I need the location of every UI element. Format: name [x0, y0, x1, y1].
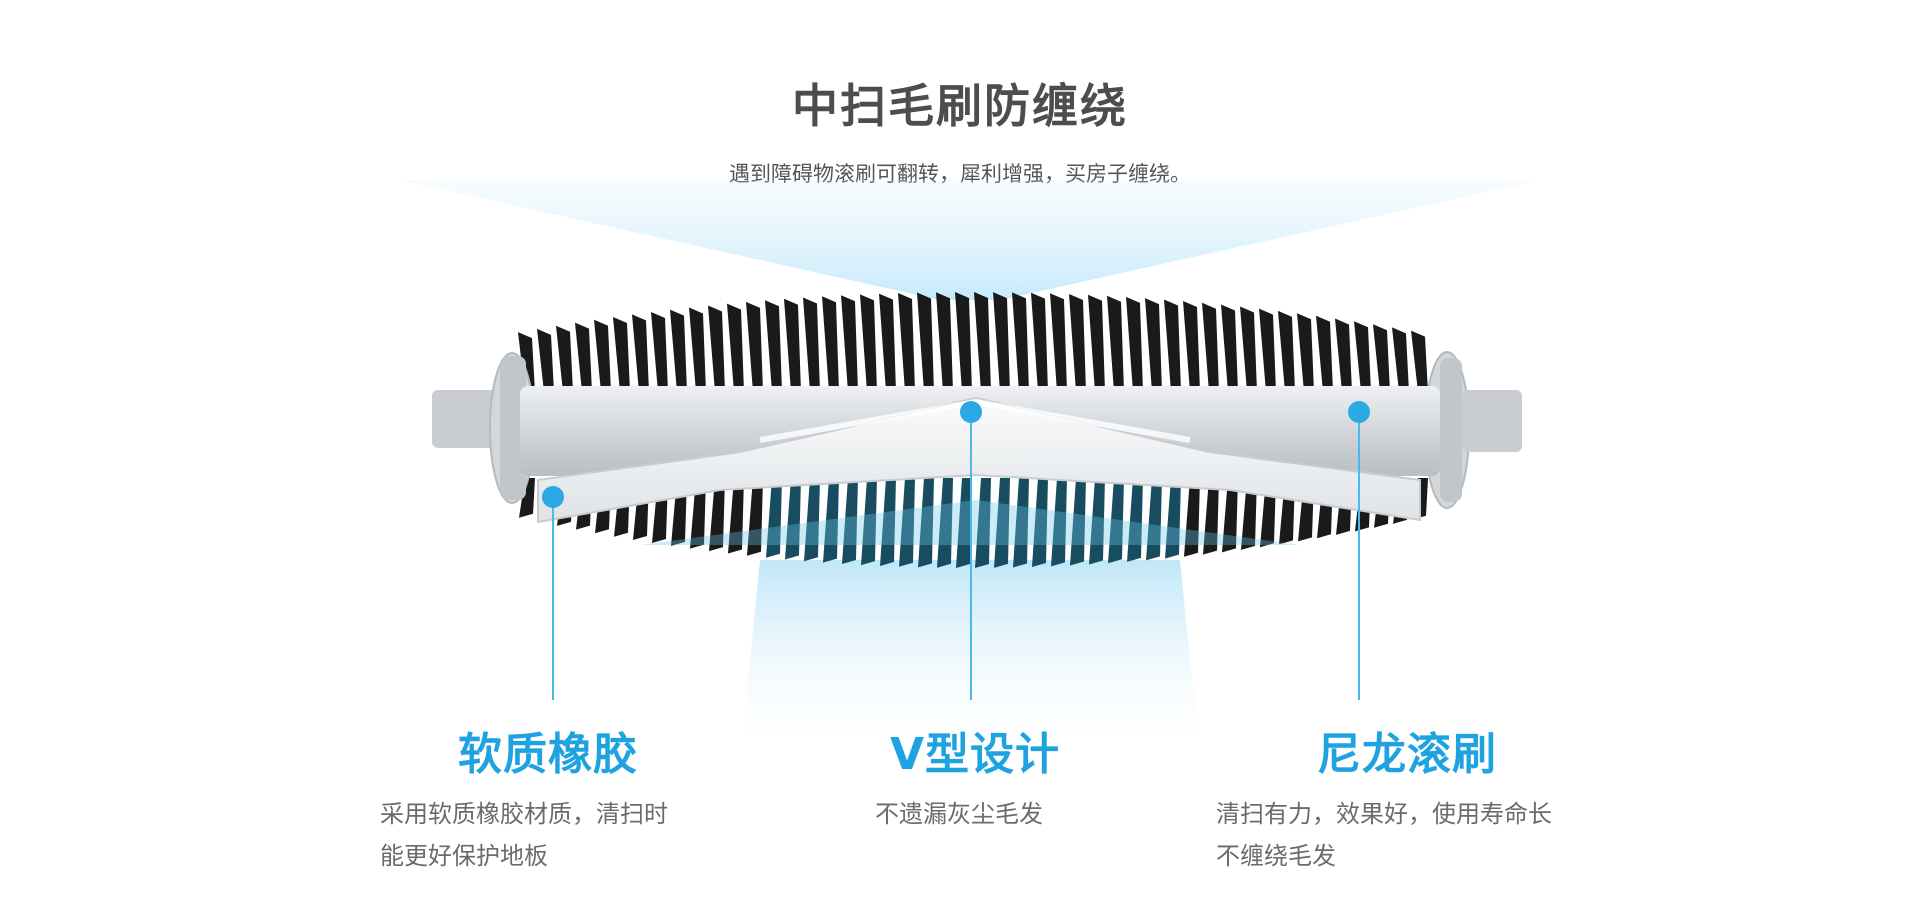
bristle-tuft	[1031, 292, 1048, 392]
page-title: 中扫毛刷防缠绕	[792, 79, 1128, 133]
feature-desc-nylon: 清扫有力，效果好，使用寿命长 不缠绕毛发	[1216, 793, 1616, 877]
bristle-tuft	[575, 322, 592, 392]
bristle-tuft	[728, 478, 744, 554]
bristle-tuft	[880, 478, 896, 566]
bristle-tuft	[975, 478, 991, 568]
bristle-tuft	[1202, 302, 1219, 392]
bristle-tuft	[1240, 306, 1257, 392]
bristle-tuft	[1183, 301, 1200, 392]
bristle-tuft	[784, 298, 801, 392]
bristle-tuft	[1126, 296, 1143, 392]
bristle-tuft	[689, 307, 706, 392]
bristle-tuft	[1411, 330, 1428, 392]
bristle-tuft	[709, 478, 725, 552]
bristle-tuft	[937, 478, 953, 568]
bristle-tuft	[1012, 292, 1029, 392]
bristle-tuft	[708, 305, 725, 392]
bristle-tuft	[822, 296, 839, 392]
feature-desc-rubber: 采用软质橡胶材质，清扫时 能更好保护地板	[380, 793, 720, 877]
bristle-tuft	[1316, 315, 1333, 392]
bristle-tuft	[1203, 478, 1219, 555]
bristle-tuft	[747, 478, 763, 556]
bristle-tuft	[1051, 478, 1067, 567]
feature-desc-line: 清扫有力，效果好，使用寿命长	[1216, 800, 1552, 828]
bristle-tuft	[1050, 293, 1067, 392]
bristles-top	[518, 292, 1428, 392]
feature-desc-line: 能更好保护地板	[380, 842, 548, 870]
bristle-tuft	[1392, 327, 1409, 392]
bristle-tuft	[1069, 293, 1086, 392]
bristle-tuft	[1259, 308, 1276, 392]
bristle-tuft	[537, 328, 554, 392]
bristle-tuft	[1165, 478, 1181, 559]
feature-desc-line: 采用软质橡胶材质，清扫时	[380, 800, 668, 828]
bristle-tuft	[1373, 324, 1390, 392]
feature-desc-line: 不遗漏灰尘毛发	[875, 800, 1043, 828]
bristle-tuft	[804, 478, 820, 562]
bristle-tuft	[766, 478, 782, 558]
bristle-tuft	[918, 478, 934, 568]
callout-dot-rubber	[542, 486, 564, 508]
bristle-tuft	[651, 311, 668, 392]
bristle-tuft	[1164, 299, 1181, 392]
bristle-tuft	[1335, 318, 1352, 392]
bristle-tuft	[1032, 478, 1048, 568]
bristle-tuft	[1221, 304, 1238, 392]
left-end-cap	[432, 352, 535, 504]
callout-dot-nylon	[1348, 401, 1370, 423]
bristle-tuft	[556, 325, 573, 392]
bristle-tuft	[860, 294, 877, 392]
bristle-tuft	[1108, 478, 1124, 564]
bristle-tuft	[594, 319, 611, 392]
bristle-tuft	[994, 478, 1010, 568]
bristle-tuft	[1089, 478, 1105, 565]
bristle-tuft	[613, 317, 630, 392]
callout-dot-v	[960, 401, 982, 423]
bristle-tuft	[842, 478, 858, 564]
bristle-tuft	[974, 292, 991, 392]
bristle-tuft	[1070, 478, 1086, 566]
bristle-tuft	[1013, 478, 1029, 568]
bristle-tuft	[1146, 478, 1162, 561]
feature-title-rubber: 软质橡胶	[458, 729, 638, 780]
bristle-tuft	[1354, 321, 1371, 392]
bristle-tuft	[1241, 478, 1257, 550]
bristle-tuft	[955, 292, 972, 392]
feature-title-v-design: V型设计	[889, 729, 1061, 780]
bristle-tuft	[765, 300, 782, 392]
bristle-tuft	[785, 478, 801, 560]
bristle-tuft	[727, 303, 744, 392]
bristle-tuft	[823, 478, 839, 563]
bristle-tuft	[1088, 294, 1105, 392]
bristle-tuft	[746, 301, 763, 392]
bristle-tuft	[690, 478, 706, 549]
bristle-tuft	[899, 478, 915, 567]
bristle-tuft	[1145, 298, 1162, 392]
bristle-tuft	[898, 292, 915, 392]
feature-title-nylon: 尼龙滚刷	[1317, 729, 1497, 780]
bristle-tuft	[936, 292, 953, 392]
bristle-tuft	[1222, 478, 1238, 553]
bristle-tuft	[917, 292, 934, 392]
bristle-tuft	[841, 295, 858, 392]
bristle-tuft	[1127, 478, 1143, 562]
feature-desc-v-design: 不遗漏灰尘毛发	[875, 793, 1095, 835]
bristle-tuft	[956, 478, 972, 568]
bristle-tuft	[632, 314, 649, 392]
bristle-tuft	[993, 292, 1010, 392]
bristle-tuft	[519, 478, 535, 518]
bristle-tuft	[1278, 310, 1295, 392]
bristle-tuft	[670, 309, 687, 392]
bristle-tuft	[1107, 295, 1124, 392]
bristle-tuft	[518, 332, 535, 392]
bristle-tuft	[879, 293, 896, 392]
feature-desc-line: 不缠绕毛发	[1216, 842, 1336, 870]
light-beam-top	[400, 180, 1540, 300]
bristle-tuft	[803, 297, 820, 392]
bristle-tuft	[1184, 478, 1200, 557]
bristle-tuft	[1297, 313, 1314, 392]
bristle-tuft	[861, 478, 877, 566]
